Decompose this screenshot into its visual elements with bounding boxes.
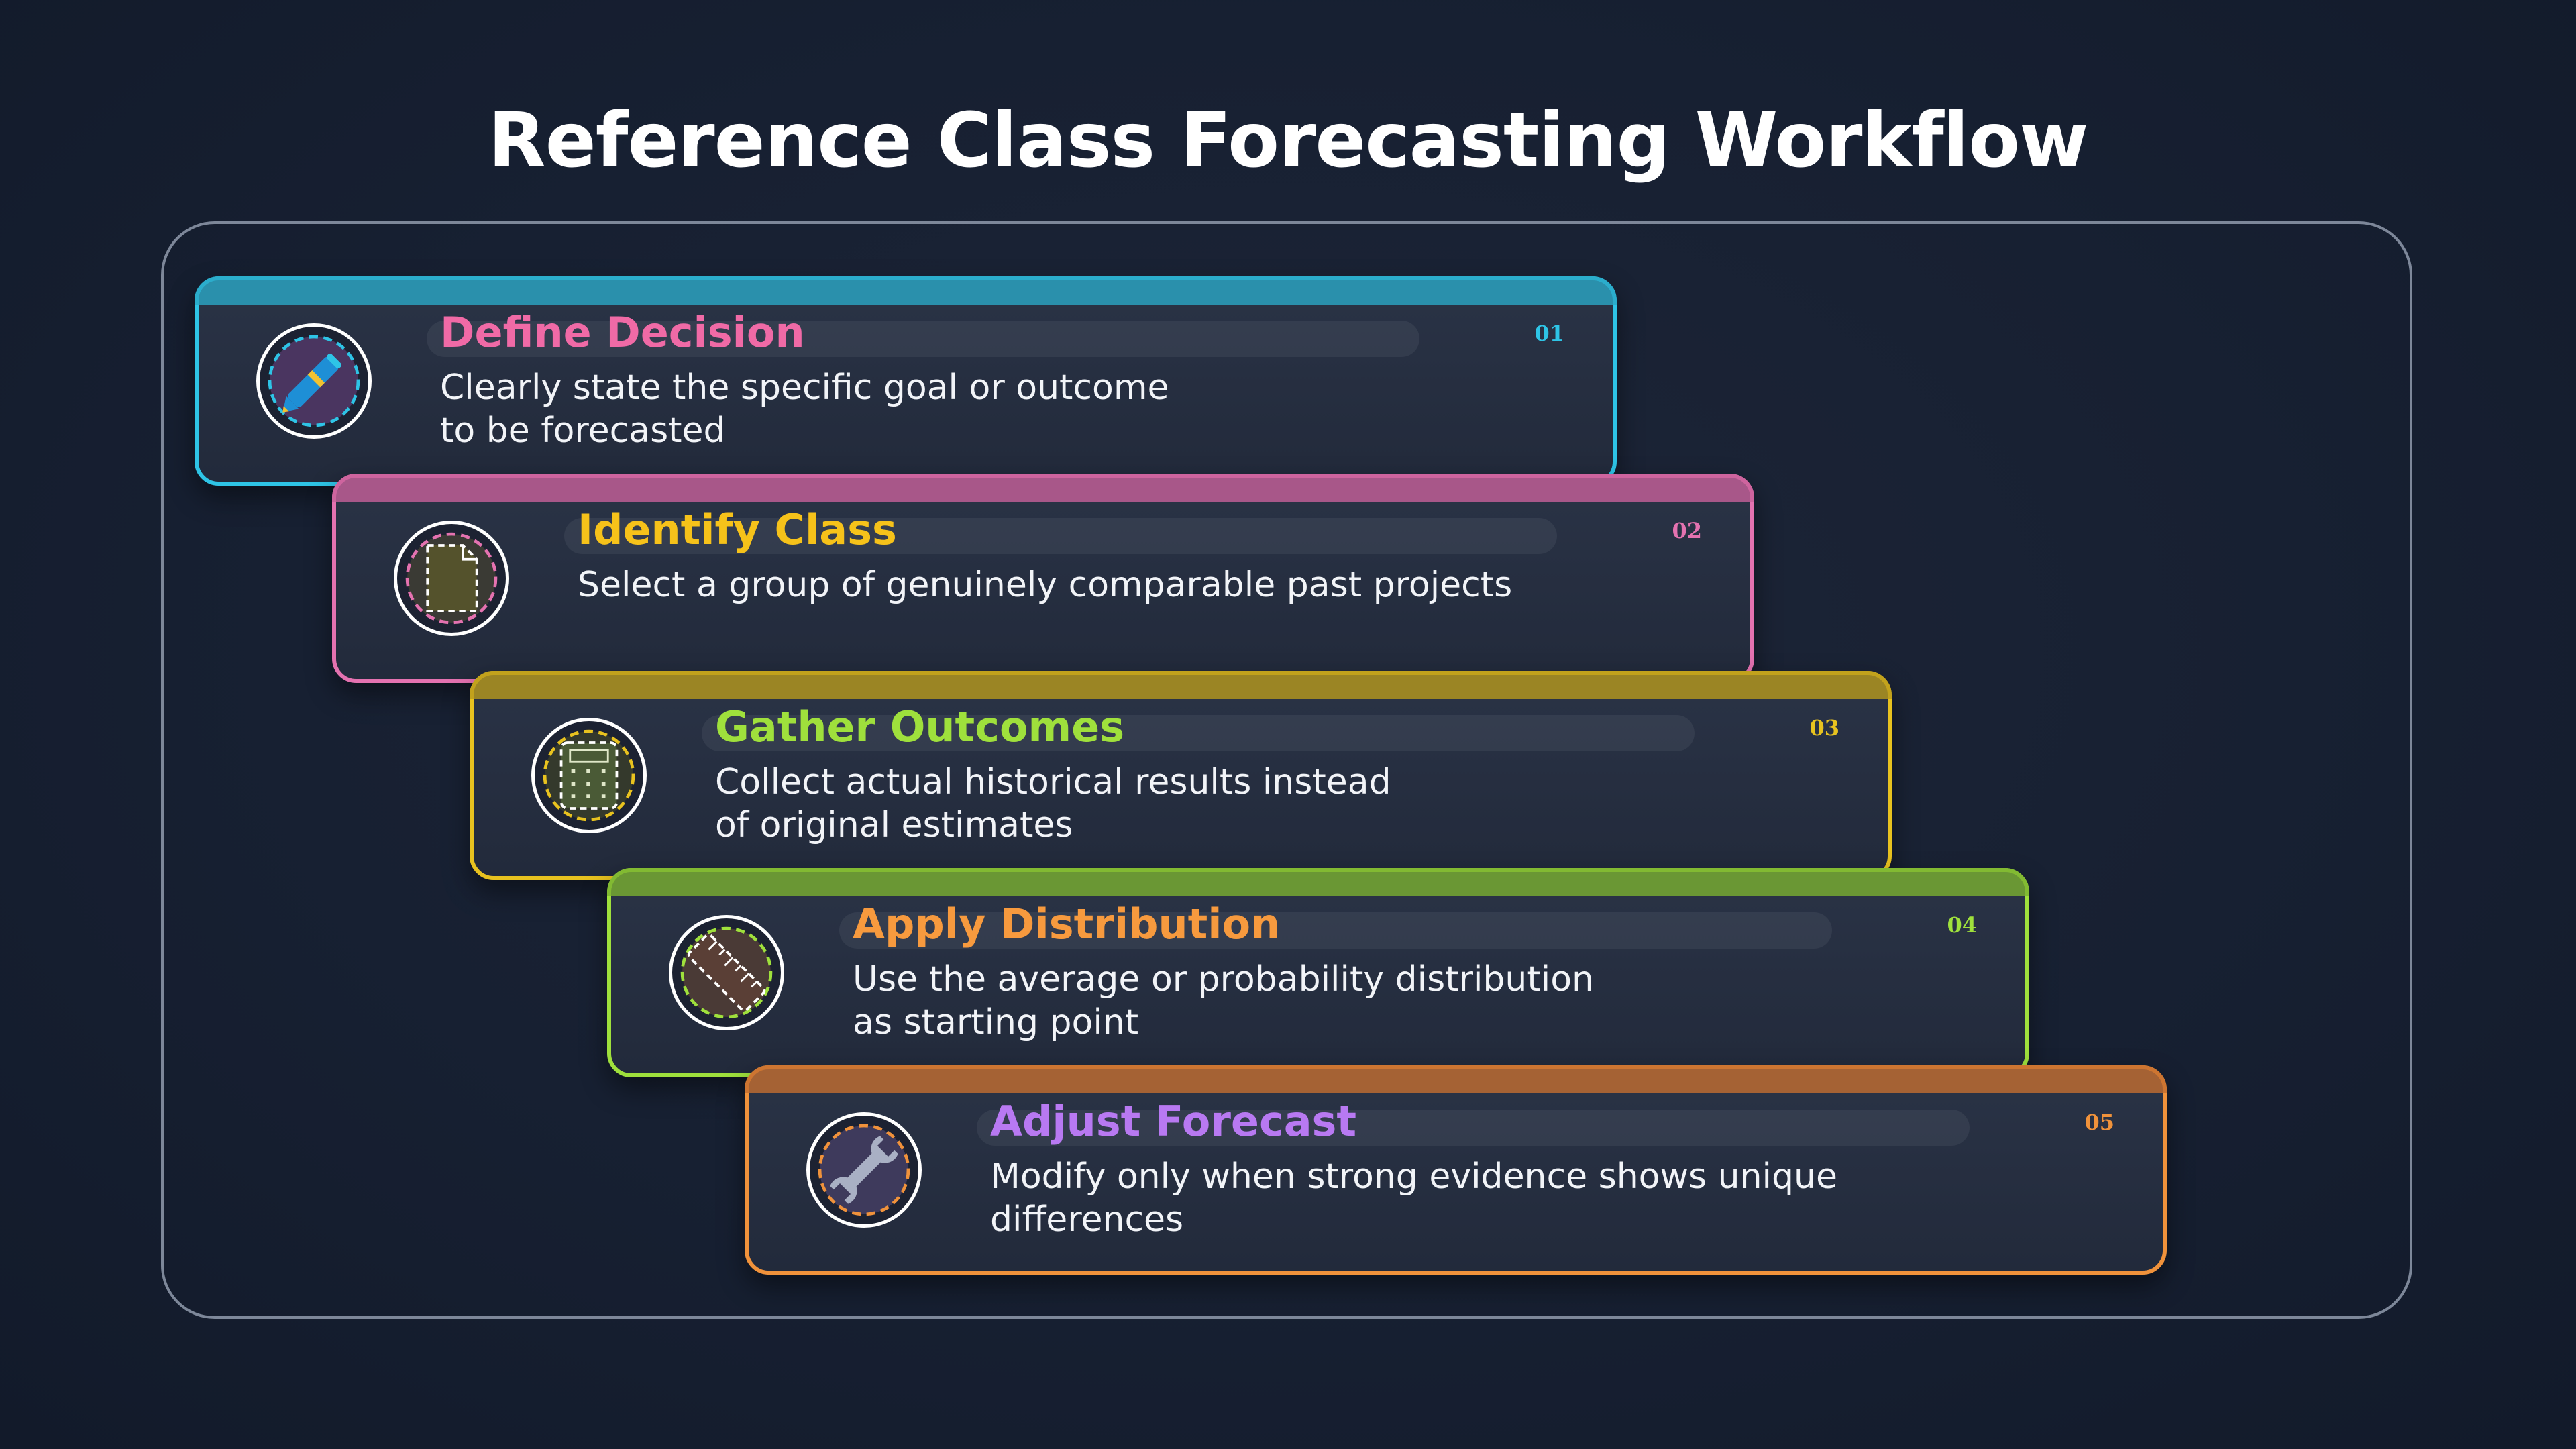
step-card-identify-class: Identify Class Select a group of genuine… xyxy=(332,474,1754,683)
wrench-icon xyxy=(806,1112,922,1228)
step-title-highlight xyxy=(702,715,1695,751)
workflow-frame xyxy=(161,221,2412,1319)
step-description: Modify only when strong evidence shows u… xyxy=(990,1157,1837,1240)
step-card-header-bar xyxy=(470,671,1892,699)
step-title-highlight xyxy=(427,321,1419,357)
step-card-apply-distribution: Apply Distribution Use the average or pr… xyxy=(607,868,2029,1077)
step-card-header-bar xyxy=(332,474,1754,502)
ruler-icon xyxy=(669,915,784,1030)
step-number: 04 xyxy=(1947,912,1977,938)
step-description: Use the average or probability distribut… xyxy=(853,959,1594,1042)
calculator-icon xyxy=(531,718,647,833)
step-number: 02 xyxy=(1672,518,1702,543)
step-card-define-decision: Define Decision Clearly state the specif… xyxy=(195,276,1617,486)
step-description: Clearly state the specific goal or outco… xyxy=(440,368,1169,451)
page-title: Reference Class Forecasting Workflow xyxy=(488,97,2089,184)
step-card-gather-outcomes: Gather Outcomes Collect actual historica… xyxy=(470,671,1892,880)
step-description: Select a group of genuinely comparable p… xyxy=(578,565,1513,605)
step-title-highlight xyxy=(839,912,1832,949)
step-title-highlight xyxy=(564,518,1557,554)
step-title: Define Decision xyxy=(440,308,805,357)
step-card-header-bar xyxy=(607,868,2029,896)
step-card-adjust-forecast: Adjust Forecast Modify only when strong … xyxy=(745,1065,2167,1275)
step-number: 05 xyxy=(2084,1110,2114,1135)
step-title: Adjust Forecast xyxy=(990,1097,1357,1146)
step-number: 01 xyxy=(1534,321,1564,346)
step-description: Collect actual historical results instea… xyxy=(715,762,1391,845)
step-card-header-bar xyxy=(195,276,1617,305)
step-title: Apply Distribution xyxy=(853,900,1281,949)
step-title: Identify Class xyxy=(578,505,897,554)
step-card-header-bar xyxy=(745,1065,2167,1093)
step-number: 03 xyxy=(1809,715,1839,741)
document-icon xyxy=(394,521,509,636)
step-title: Gather Outcomes xyxy=(715,702,1125,751)
pen-icon xyxy=(256,323,372,439)
step-title-highlight xyxy=(977,1110,1970,1146)
